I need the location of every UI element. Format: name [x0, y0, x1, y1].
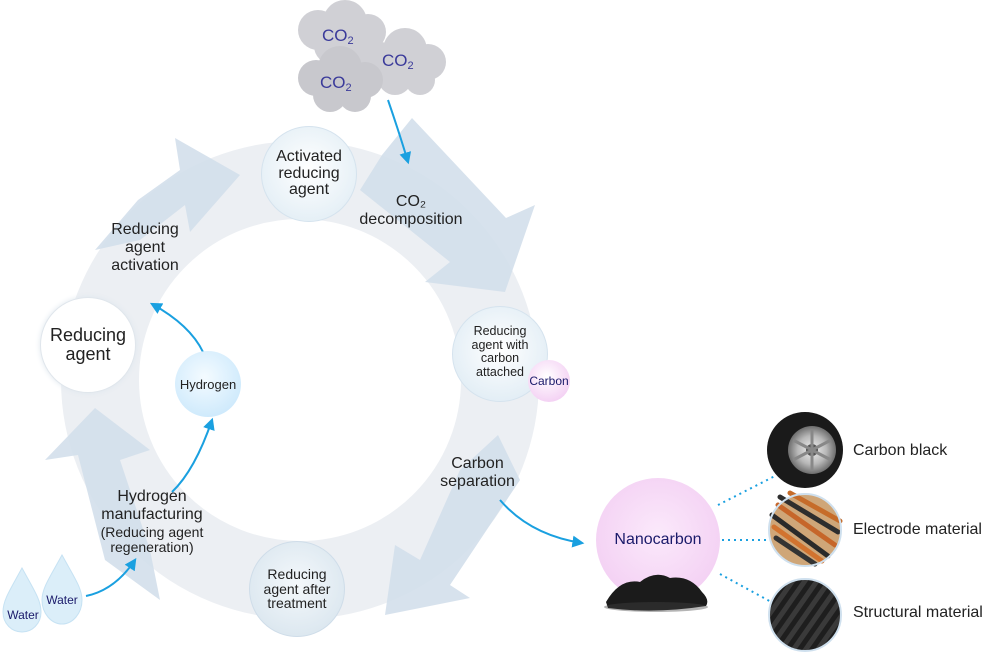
- cycle-arrow-left-upper: [95, 138, 240, 250]
- carbon-separation-label: Carbon separation: [440, 455, 515, 490]
- water-label: Water: [46, 593, 78, 607]
- water-drop-icon: [41, 553, 83, 625]
- activated-reducing-agent-label: Activated reducing agent: [276, 147, 342, 199]
- co2-cloud-label: CO2: [382, 51, 414, 72]
- water-label: Water: [7, 608, 39, 622]
- carbon-powder-shadow: [604, 602, 708, 612]
- water-inflow-arrow: [85, 558, 137, 597]
- hydrogen-manufacturing-label: Hydrogen manufacturing (Reducing agent r…: [78, 488, 226, 556]
- co2-cloud-label: CO2: [320, 73, 352, 94]
- hydrogen-manufacturing-title: Hydrogen manufacturing: [101, 488, 203, 523]
- connector-line: [717, 475, 776, 506]
- application-label-electrode-material: Electrode material: [853, 521, 982, 538]
- activated-reducing-agent-node: Activated reducing agent: [261, 126, 357, 222]
- co2-inflow-arrow: [387, 99, 412, 165]
- hydrogen-manufacturing-note: (Reducing agent regeneration): [100, 523, 204, 556]
- carbon-powder-pile: [606, 574, 708, 611]
- connector-line: [719, 573, 776, 605]
- carbon-fiber-image: [768, 578, 842, 652]
- carbon-outflow-arrow: [499, 499, 585, 548]
- reducing-agent-node: Reducing agent: [40, 297, 136, 393]
- hydrogen-node: Hydrogen: [175, 351, 241, 417]
- cycle-arrow-left-lower: [45, 408, 160, 600]
- reducing-agent-after-treatment-node: Reducing agent after treatment: [249, 541, 345, 637]
- co2-decomposition-label: CO₂ decomposition: [359, 193, 463, 228]
- nanocarbon-label: Nanocarbon: [614, 531, 702, 548]
- reducing-agent-with-carbon-node: Reducing agent with carbon attached: [452, 306, 548, 402]
- tire-image: [767, 412, 843, 488]
- water-drop-icon: [2, 566, 42, 633]
- electrode-image: [768, 490, 843, 567]
- carbon-badge: Carbon: [528, 360, 570, 402]
- reducing-agent-after-treatment-label: Reducing agent after treatment: [263, 565, 331, 612]
- reducing-agent-activation-label: Reducing agent activation: [111, 221, 179, 274]
- hydrogen-supply-arrow: [171, 417, 215, 493]
- nanocarbon-bubble: [596, 478, 720, 602]
- application-label-structural-material: Structural material: [853, 604, 983, 621]
- reducing-agent-with-carbon-label: Reducing agent with carbon attached: [471, 324, 529, 379]
- co2-cloud-label: CO2: [322, 26, 354, 47]
- application-label-carbon-black: Carbon black: [853, 442, 948, 459]
- hydrogen-to-activation-arrow: [149, 302, 204, 353]
- cycle-arrow-right: [385, 435, 520, 615]
- co2-cloud: [298, 46, 383, 112]
- co2-cloud-group: CO2 CO2 CO2: [298, 0, 446, 112]
- hydrogen-label: Hydrogen: [179, 376, 237, 392]
- carbon-badge-label: Carbon: [529, 374, 569, 388]
- reducing-agent-label: Reducing agent: [49, 324, 127, 364]
